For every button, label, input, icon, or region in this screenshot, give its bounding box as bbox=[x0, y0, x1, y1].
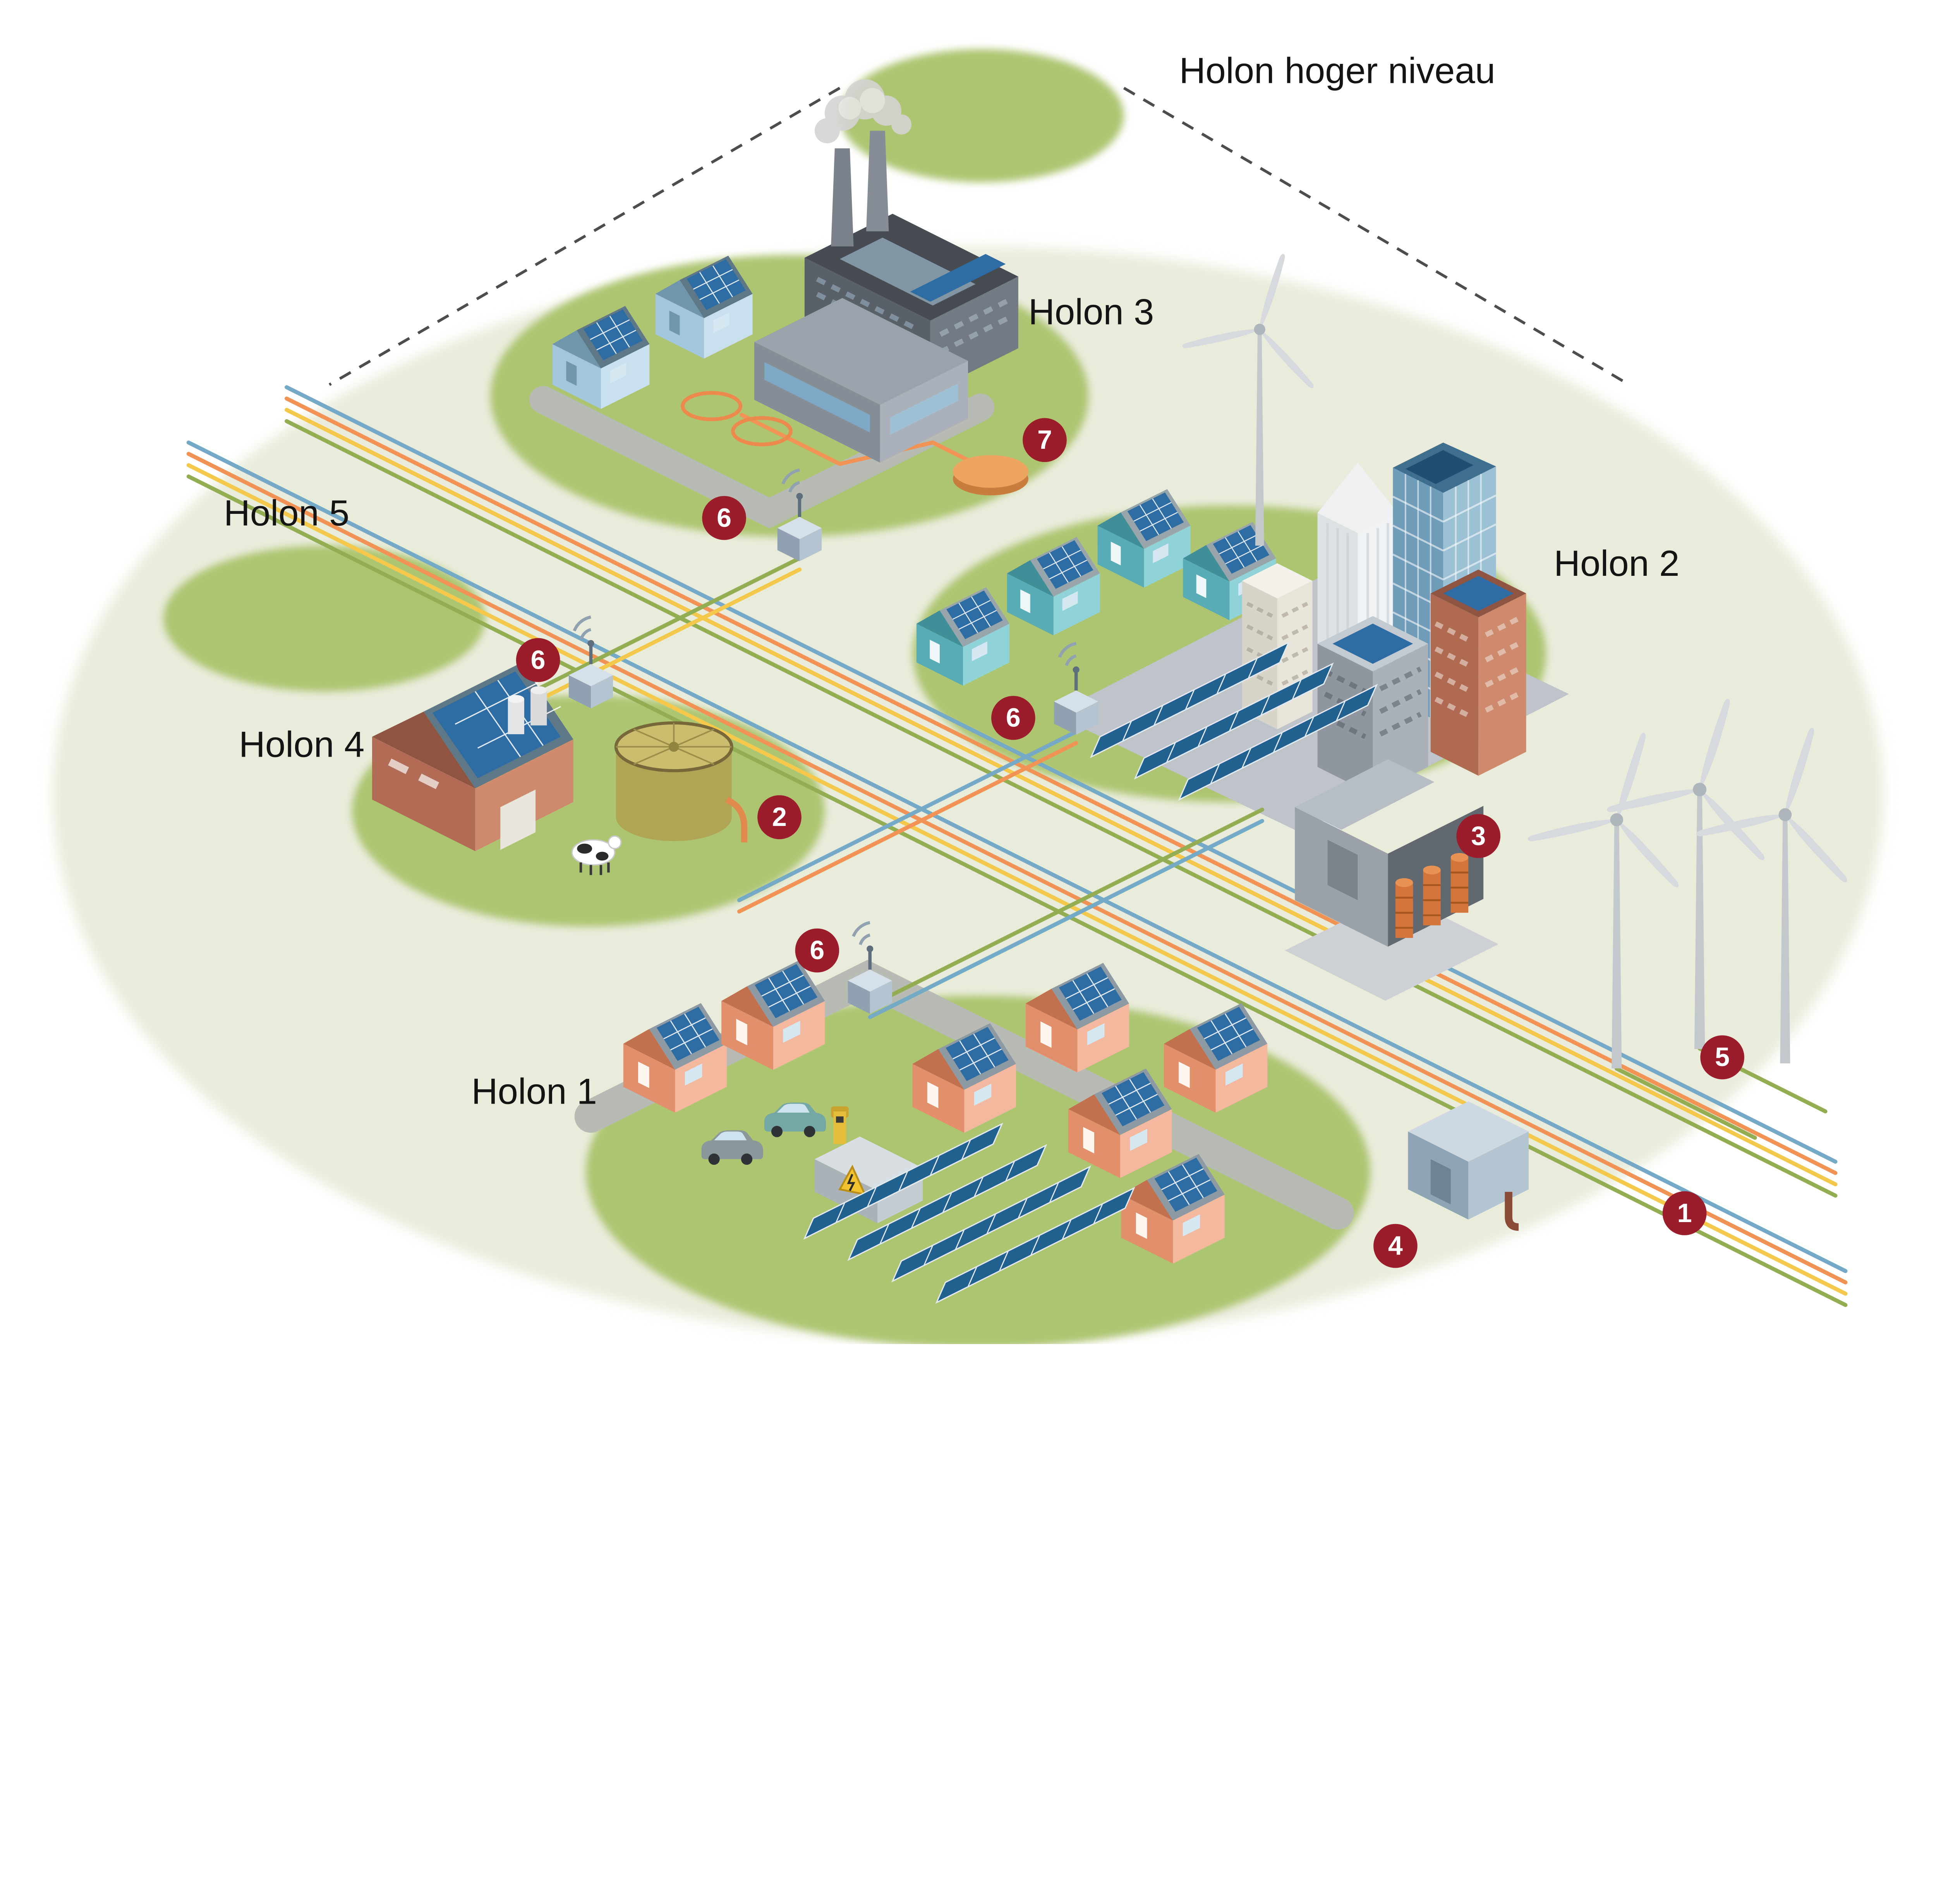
feed-silos bbox=[508, 686, 547, 735]
holon-3-label: Holon 3 bbox=[1028, 292, 1154, 332]
digester-pipe bbox=[725, 797, 748, 843]
holon-2-label: Holon 2 bbox=[1554, 543, 1679, 584]
badge-1: 1 bbox=[1662, 1191, 1707, 1235]
warning-triangle-icon bbox=[838, 1164, 867, 1196]
holon-4-label: Holon 4 bbox=[239, 724, 364, 765]
holon-5-ellipse bbox=[163, 546, 486, 692]
heat-buffer-disc bbox=[953, 455, 1028, 496]
badge-6-holon3: 6 bbox=[702, 496, 746, 540]
holon-2-buildings bbox=[916, 253, 1526, 800]
power-line-blue bbox=[868, 819, 1264, 1019]
dashed-link-left bbox=[328, 87, 841, 386]
apartment-brick bbox=[1430, 569, 1526, 776]
energy-holon-infographic: Holon hoger niveau bbox=[53, 49, 1883, 1344]
svg-text:6: 6 bbox=[717, 503, 731, 532]
heat-ring bbox=[731, 416, 793, 446]
holon-3-buildings bbox=[552, 79, 1028, 496]
badge-6-holon2: 6 bbox=[991, 696, 1035, 740]
cow bbox=[571, 835, 622, 875]
lightning-bolt-icon bbox=[847, 1174, 855, 1191]
top-holon-ellipse bbox=[839, 49, 1124, 182]
svg-text:3: 3 bbox=[1471, 821, 1486, 851]
svg-text:6: 6 bbox=[810, 936, 824, 965]
chimney bbox=[831, 148, 854, 247]
badge-2: 2 bbox=[757, 795, 802, 840]
badge-5: 5 bbox=[1700, 1035, 1744, 1080]
electric-car bbox=[764, 1102, 826, 1137]
farm-barn bbox=[372, 663, 573, 852]
power-line-yellow bbox=[285, 408, 1838, 1186]
power-line-blue bbox=[285, 385, 1838, 1164]
power-line-orange bbox=[285, 397, 1838, 1175]
power-line-yellow bbox=[186, 463, 1848, 1296]
svg-text:4: 4 bbox=[1388, 1231, 1403, 1260]
power-line-green bbox=[285, 419, 1838, 1198]
turbine-feeder-line bbox=[1615, 1066, 1757, 1140]
badge-6-holon4: 6 bbox=[516, 638, 560, 682]
power-line-orange bbox=[737, 741, 1078, 914]
transformer-unit bbox=[1395, 853, 1469, 938]
power-line-orange bbox=[186, 452, 1848, 1284]
svg-text:2: 2 bbox=[772, 802, 787, 832]
holon-4-buildings bbox=[372, 663, 748, 875]
power-line-blue bbox=[737, 730, 1078, 902]
chimney-smoke bbox=[814, 79, 911, 144]
ev-charging-station bbox=[831, 1106, 849, 1144]
holon-1-buildings bbox=[623, 960, 1268, 1303]
svg-text:6: 6 bbox=[1006, 703, 1021, 733]
higher-level-links bbox=[328, 87, 1630, 386]
chimney bbox=[866, 130, 889, 232]
holon-1-label: Holon 1 bbox=[472, 1071, 597, 1112]
dashed-link-right bbox=[1123, 87, 1630, 386]
svg-text:1: 1 bbox=[1677, 1198, 1692, 1228]
svg-text:7: 7 bbox=[1037, 425, 1052, 455]
electric-car bbox=[701, 1130, 763, 1165]
top-holon-label: Holon hoger niveau bbox=[1179, 50, 1495, 91]
gas-pipe bbox=[1505, 1192, 1519, 1231]
transformer-station bbox=[1285, 759, 1499, 1001]
badge-6-holon1: 6 bbox=[795, 928, 839, 973]
factory bbox=[754, 79, 1018, 463]
top-holon: Holon hoger niveau bbox=[839, 49, 1495, 182]
badge-3: 3 bbox=[1456, 814, 1500, 858]
apartment-gray bbox=[1317, 616, 1428, 795]
svg-text:6: 6 bbox=[531, 645, 546, 675]
holon-5-label: Holon 5 bbox=[224, 493, 349, 533]
svg-text:5: 5 bbox=[1715, 1042, 1730, 1072]
badge-7: 7 bbox=[1023, 418, 1067, 462]
power-line-green bbox=[868, 807, 1264, 1008]
power-line-green bbox=[186, 474, 1848, 1307]
power-line-blue bbox=[186, 440, 1848, 1273]
heat-ring bbox=[681, 391, 743, 421]
biogas-digester bbox=[614, 721, 748, 843]
badge-4: 4 bbox=[1373, 1224, 1418, 1268]
grid-connection-building bbox=[1408, 1101, 1529, 1231]
